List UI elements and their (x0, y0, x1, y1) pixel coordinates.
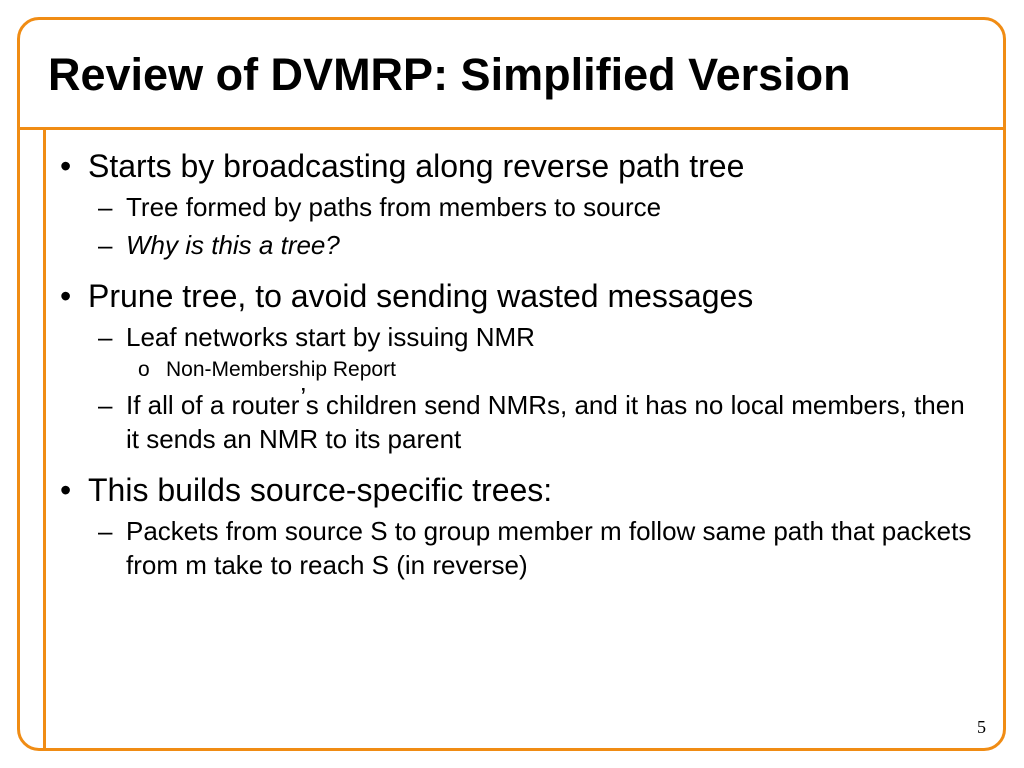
bullet-mark: • (60, 472, 72, 508)
subsubbullet-nmr-definition: o Non-Membership Report (138, 356, 980, 384)
bullet-text: This builds source-specific trees: (88, 472, 553, 508)
bullet-mark: • (60, 278, 72, 314)
page-number: 5 (977, 717, 986, 737)
subbullet-text-end: s children send NMRs, and it has no loca… (126, 390, 965, 454)
bullet-mark: • (60, 148, 72, 184)
slide-title: Review of DVMRP: Simplified Version (48, 49, 851, 100)
dash-mark: – (98, 322, 113, 352)
subbullet-text-start: If all of a router (126, 390, 301, 420)
subbullet-leaf-networks: – Leaf networks start by issuing NMR (98, 320, 980, 354)
slide-content: • Starts by broadcasting along reverse p… (60, 146, 980, 582)
bullet-text: Prune tree, to avoid sending wasted mess… (88, 278, 754, 314)
dash-mark: – (98, 192, 113, 222)
apostrophe-glyph: ’ (300, 382, 306, 412)
subbullet-why-tree: – Why is this a tree? (98, 228, 980, 262)
subbullet-text: Why is this a tree? (126, 230, 340, 260)
circle-mark: o (138, 358, 150, 381)
dash-mark: – (98, 390, 113, 420)
slide-frame (17, 17, 1006, 751)
dash-mark: – (98, 516, 113, 546)
subbullet-text: Leaf networks start by issuing NMR (126, 322, 535, 352)
dash-mark: – (98, 230, 113, 260)
subbullet-packets-path: – Packets from source S to group member … (98, 514, 980, 582)
subbullet-text: Tree formed by paths from members to sou… (126, 192, 662, 222)
bullet-prune: • Prune tree, to avoid sending wasted me… (60, 276, 980, 316)
subbullet-router-children: – If all of a router’s children send NMR… (98, 382, 980, 456)
title-divider (17, 127, 1006, 130)
subbullet-text: Packets from source S to group member m … (126, 516, 972, 580)
bullet-text: Starts by broadcasting along reverse pat… (88, 148, 745, 184)
bullet-source-specific: • This builds source-specific trees: (60, 470, 980, 510)
left-rule (43, 127, 46, 751)
subsubbullet-text: Non-Membership Report (166, 358, 396, 381)
bullet-broadcasting: • Starts by broadcasting along reverse p… (60, 146, 980, 186)
subbullet-tree-formed: – Tree formed by paths from members to s… (98, 190, 980, 224)
